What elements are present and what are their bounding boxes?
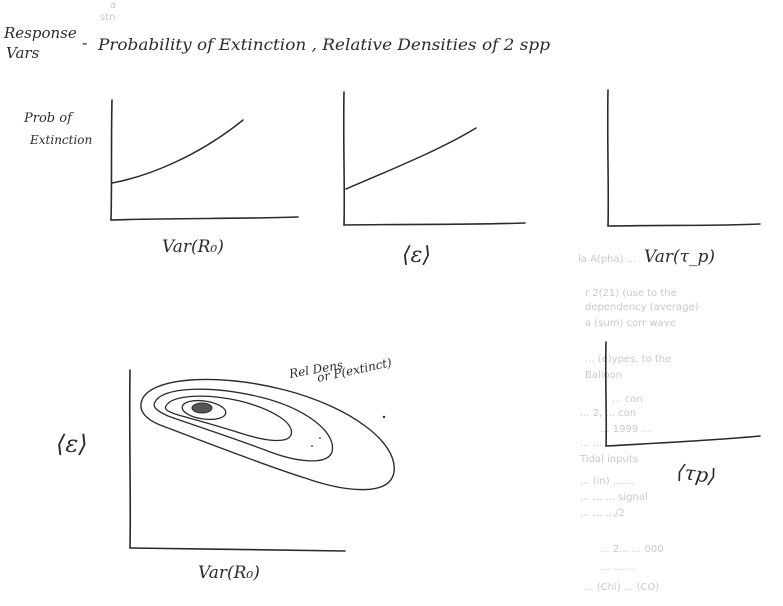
contour-y-axis <box>128 369 132 549</box>
plot1-curve <box>111 119 244 184</box>
contour-level-2 <box>153 388 334 462</box>
plot1-ylabel-line2: Extinction <box>29 133 92 147</box>
bleed-line: a (sum) corr wave <box>585 318 676 329</box>
bleed-line: ... con <box>612 394 643 405</box>
contour-level-3 <box>164 395 293 442</box>
contour-xlabel: Var(R₀) <box>198 563 260 583</box>
plot2-x-axis <box>343 222 526 226</box>
plot2-curve <box>345 127 477 190</box>
contour-x-axis <box>129 547 346 552</box>
plot2-y-axis <box>342 91 346 226</box>
bleed-line: Tidal inputs <box>579 454 638 465</box>
header-prefix-line1: Response <box>3 24 77 42</box>
bleed-line: ... ... ... signal <box>580 492 648 503</box>
plot3-y-axis <box>606 89 610 227</box>
bleed-line: la A(pha) ... <box>578 254 636 265</box>
contour-ylabel: ⟨ε⟩ <box>56 430 88 458</box>
small-plot: ⟨τp⟩ <box>604 341 761 488</box>
small-plot-x-axis <box>605 435 761 447</box>
plot-vs-epsilon: ⟨ε⟩ <box>342 91 526 268</box>
bleed-line: ... (Chi) ... (CO) <box>584 582 659 593</box>
small-plot-xlabel: ⟨τp⟩ <box>675 459 717 488</box>
header-text: Probability of Extinction , Relative Den… <box>97 35 550 54</box>
plot2-xlabel: ⟨ε⟩ <box>402 243 431 268</box>
bleed-line: ... 2, ... con <box>580 408 636 419</box>
bleed-line: ... (in) ... ... <box>580 476 635 487</box>
stray-dot <box>382 415 386 419</box>
header-prefix-line2: Vars <box>6 44 40 62</box>
plot-vs-var-tau-p: Var(τ_p) <box>606 89 761 267</box>
plot1-ylabel-line1: Prob of <box>23 111 74 126</box>
bleed-through-text: a stn la A(pha) ... r 2(21) (use to the … <box>100 0 699 593</box>
contour-level-4 <box>181 399 227 421</box>
stray-dot <box>311 445 313 447</box>
plot3-x-axis <box>607 223 761 227</box>
small-plot-y-axis <box>604 341 608 447</box>
bleed-line: ... 1999 ... <box>600 424 651 435</box>
bleed-line: ... 2... ... 000 <box>600 544 664 555</box>
plot-prob-vs-var-r0: Prob of Extinction Var(R₀) <box>23 99 299 257</box>
bleed-line: ... ... <box>580 438 602 449</box>
contour-plot: ⟨ε⟩ Rel Dens or P(extinct) Var(R₀) <box>56 355 395 583</box>
bleed-line: stn <box>100 12 115 23</box>
bleed-line: dependency (average) <box>585 302 699 313</box>
contour-peak <box>191 402 213 414</box>
bleed-line: ... ... .../2 <box>580 508 625 519</box>
plot3-xlabel: Var(τ_p) <box>644 247 715 267</box>
bleed-line: Balloon <box>585 370 622 381</box>
bleed-line: ... ... ... <box>600 562 635 573</box>
plot1-xlabel: Var(R₀) <box>162 237 224 257</box>
header-dash: - <box>82 33 87 52</box>
plot1-y-axis <box>110 99 113 221</box>
contour-level-1 <box>140 378 395 491</box>
plot1-x-axis <box>110 216 299 221</box>
stray-dot <box>319 437 321 439</box>
bleed-line: ... (e)ypes, to the <box>585 354 671 365</box>
bleed-line: a <box>110 0 116 11</box>
bleed-line: r 2(21) (use to the <box>585 288 677 299</box>
header: Response Vars - Probability of Extinctio… <box>3 24 550 62</box>
